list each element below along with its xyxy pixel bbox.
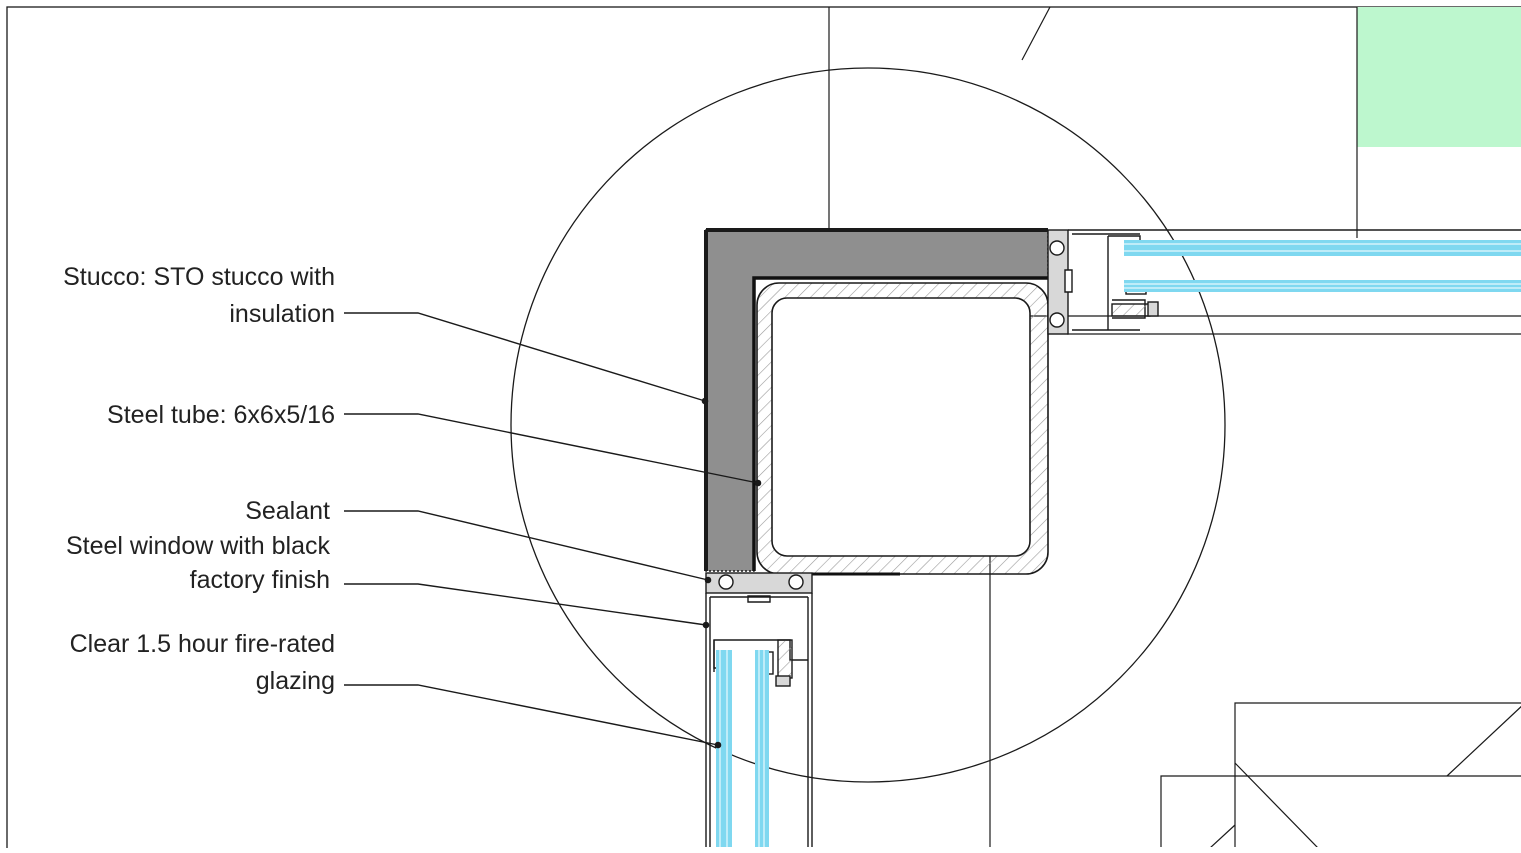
label-glazing-line1: Clear 1.5 hour fire-rated <box>70 630 335 658</box>
label-steel-tube: Steel tube: 6x6x5/16 <box>107 401 335 429</box>
label-window-line2: factory finish <box>190 566 330 594</box>
label-stucco-line1: Stucco: STO stucco with <box>63 263 335 291</box>
leader-lines <box>344 312 762 749</box>
drawing-border <box>6 6 1521 853</box>
label-sealant: Sealant <box>245 497 330 525</box>
detail-circle <box>510 67 1226 783</box>
label-window-line1: Steel window with black <box>66 532 331 560</box>
label-glazing-line2: glazing <box>256 667 335 695</box>
glazing-lower <box>716 650 769 847</box>
window-frame-upper <box>1047 229 1521 335</box>
glazing-upper <box>1124 240 1521 292</box>
steel-tube <box>756 282 1049 575</box>
label-stucco-line2: insulation <box>229 300 335 328</box>
green-zone <box>1357 7 1521 147</box>
